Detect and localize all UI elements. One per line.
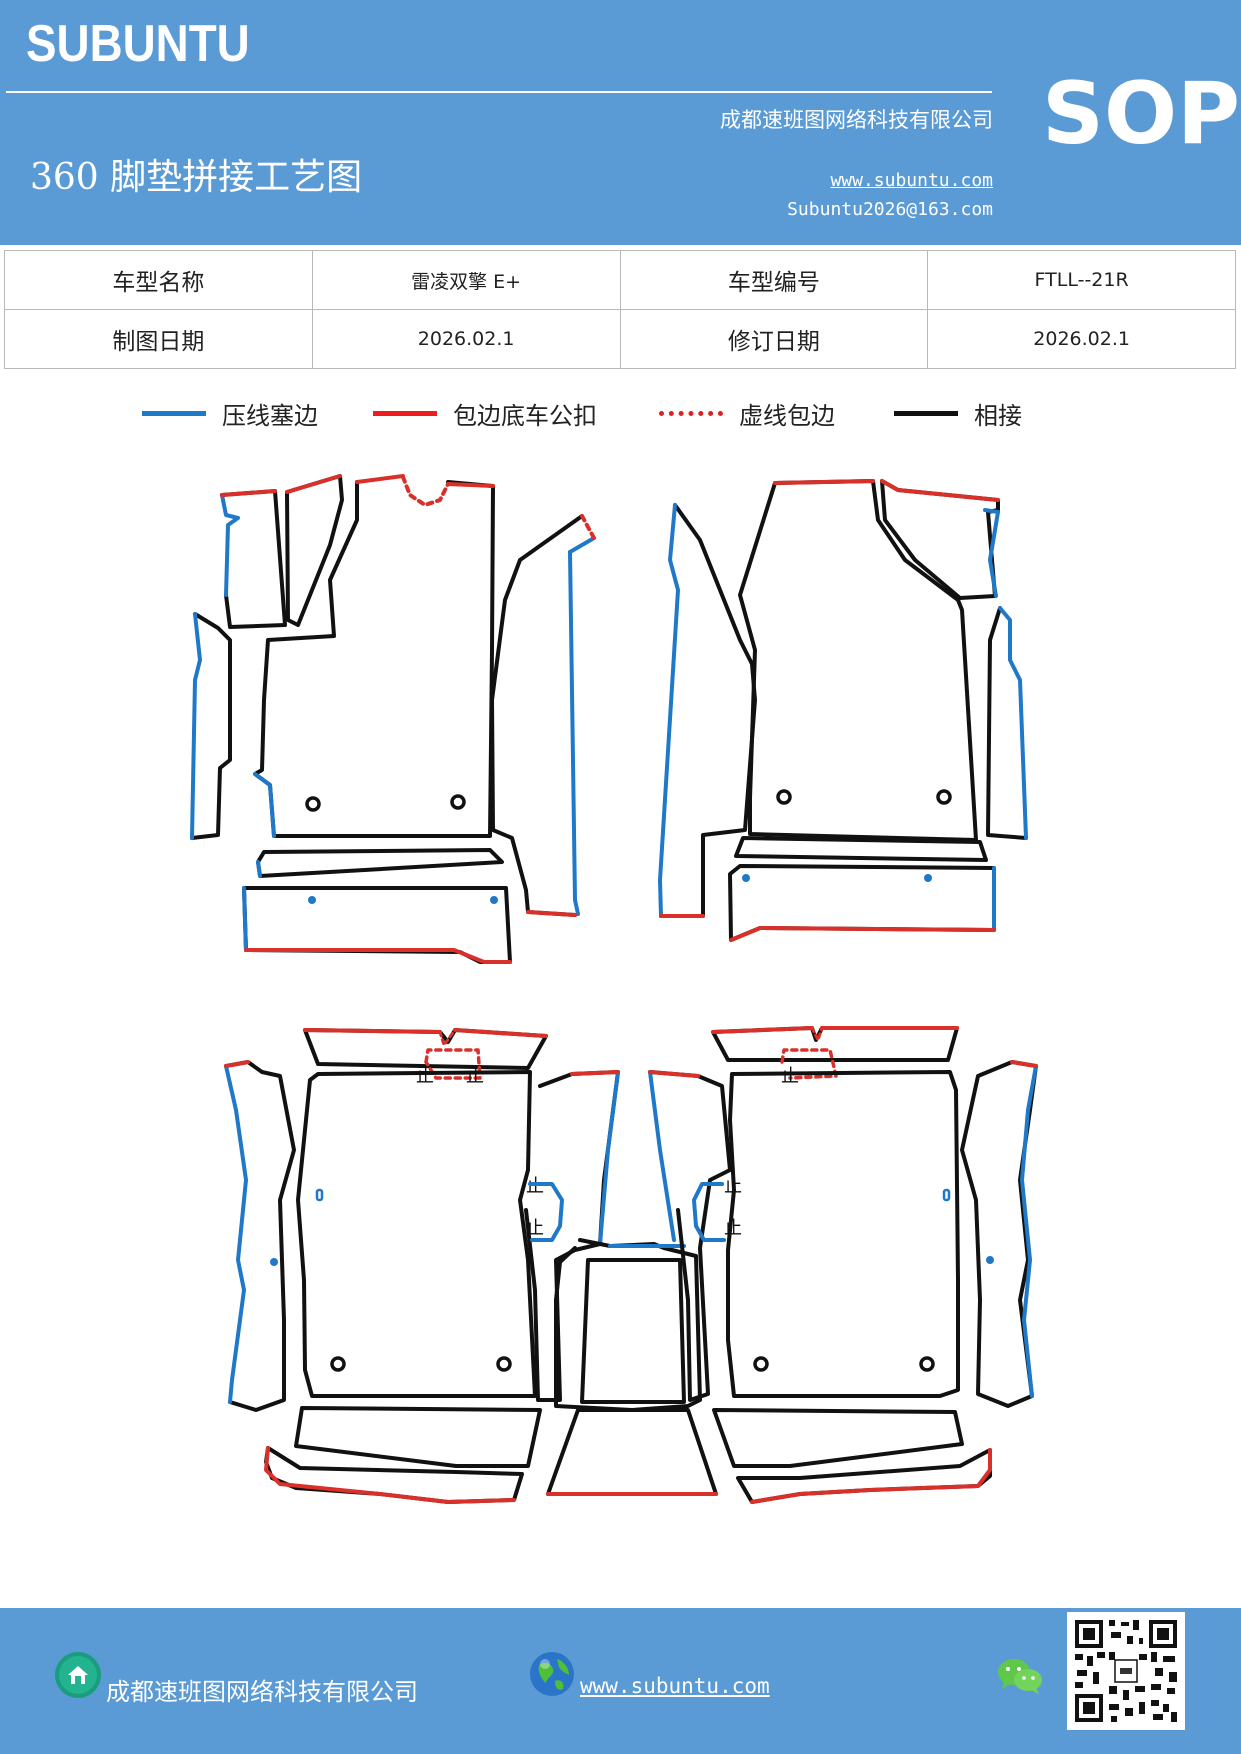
footer-website-link[interactable]: www.subuntu.com: [580, 1674, 770, 1698]
legend-item-red: 包边底车公扣: [373, 396, 597, 431]
clip-mark: 止: [526, 1176, 544, 1197]
legend-item-dotted: 虚线包边: [659, 396, 835, 431]
rear-right-mat: 止 止 止: [648, 1026, 1038, 1504]
legend-label: 压线塞边: [222, 402, 318, 430]
revise-date-value: 2026.02.1: [927, 309, 1236, 369]
qr-code: [1067, 1612, 1185, 1730]
model-code-label: 车型编号: [619, 250, 929, 310]
website-link[interactable]: www.subuntu.com: [830, 170, 993, 191]
line-legend: 压线塞边 包边底车公扣 虚线包边 相接: [0, 396, 1241, 446]
legend-label: 虚线包边: [739, 402, 835, 430]
legend-swatch: [659, 411, 723, 416]
home-icon: [55, 1652, 101, 1698]
company-name: 成都速班图网络科技有限公司: [720, 108, 993, 132]
draw-date-label: 制图日期: [4, 309, 313, 369]
model-name-label: 车型名称: [4, 250, 313, 310]
revise-date-label: 修订日期: [619, 309, 929, 369]
header-banner: SUBUNTU 成都速班图网络科技有限公司 360 脚垫拼接工艺图 www.su…: [0, 0, 1241, 245]
front-right-mat: [658, 479, 1028, 942]
globe-icon: [530, 1652, 574, 1696]
wechat-icon[interactable]: [996, 1656, 1044, 1696]
table-row: 制图日期 2026.02.1 修订日期 2026.02.1: [4, 309, 1236, 369]
page-title: 360 脚垫拼接工艺图: [30, 157, 363, 198]
legend-swatch: [894, 411, 958, 416]
clip-mark: 止: [416, 1066, 434, 1087]
clip-mark: 止: [724, 1176, 742, 1197]
clip-mark: 止: [466, 1066, 484, 1087]
brand-logo: SUBUNTU: [26, 15, 250, 73]
table-row: 车型名称 雷凌双擎 E+ 车型编号 FTLL--21R: [4, 250, 1236, 310]
legend-label: 包边底车公扣: [453, 402, 597, 430]
legend-item-black: 相接: [894, 396, 1022, 431]
front-left-mat: [190, 474, 596, 964]
email-address[interactable]: Subuntu2026@163.com: [787, 199, 993, 220]
legend-item-blue: 压线塞边: [142, 396, 318, 431]
doc-type-label: SOP: [1042, 64, 1241, 164]
header-divider: [6, 91, 992, 93]
center-tunnel-mat: [546, 1238, 718, 1496]
footer-company-name: 成都速班图网络科技有限公司: [106, 1678, 418, 1706]
footer-banner: 成都速班图网络科技有限公司 www.subuntu.com: [0, 1608, 1241, 1754]
model-code-value: FTLL--21R: [927, 250, 1236, 310]
draw-date-value: 2026.02.1: [311, 309, 621, 369]
legend-swatch: [373, 411, 437, 416]
info-table: 车型名称 雷凌双擎 E+ 车型编号 FTLL--21R 制图日期 2026.02…: [4, 250, 1236, 369]
clip-mark: 止: [724, 1218, 742, 1239]
legend-swatch: [142, 411, 206, 416]
clip-mark: 止: [781, 1066, 799, 1087]
rear-left-mat: 止 止 止 止: [224, 1028, 620, 1504]
legend-label: 相接: [974, 402, 1022, 430]
floor-mat-diagram: 止 止 止 止: [190, 474, 1038, 1504]
model-name-value: 雷凌双擎 E+: [311, 250, 621, 310]
